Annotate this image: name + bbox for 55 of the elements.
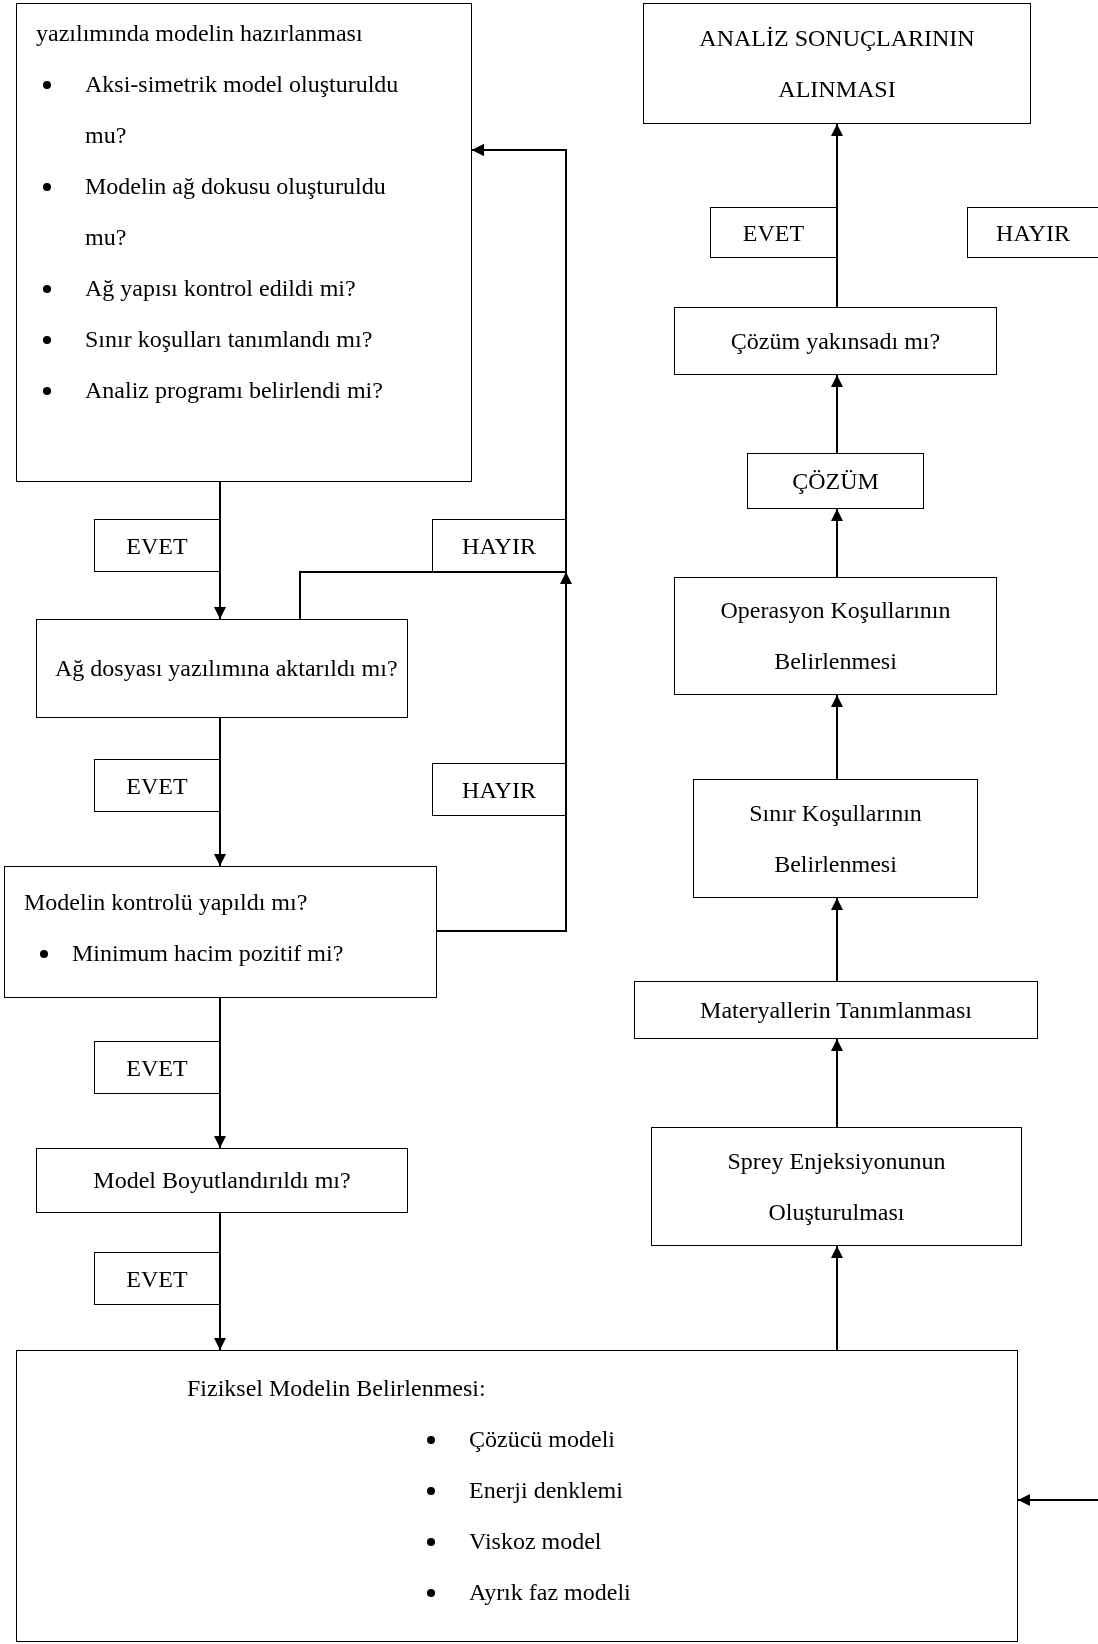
box-heading: Modelin kontrolü yapıldı mı? bbox=[24, 888, 309, 917]
process-box bbox=[693, 779, 978, 898]
arrow bbox=[831, 1038, 843, 1128]
bullet-text: Çözücü modeli bbox=[469, 1426, 615, 1452]
process-box bbox=[4, 866, 437, 998]
box-heading: Fiziksel Modelin Belirlenmesi: bbox=[187, 1374, 487, 1403]
arrow bbox=[1017, 1494, 1098, 1506]
arrow bbox=[831, 897, 843, 982]
answer-label: HAYIR bbox=[967, 207, 1098, 258]
process-box bbox=[634, 981, 1038, 1039]
box-text: ÇÖZÜM bbox=[792, 466, 879, 496]
process-box bbox=[674, 307, 997, 375]
box-text: Çözüm yakınsadı mı? bbox=[730, 326, 941, 356]
edge-label: EVET bbox=[710, 207, 837, 258]
bullet-text: Enerji denklemi bbox=[469, 1477, 623, 1503]
box-text: Ağ dosyası yazılımına aktarıldı mı? bbox=[55, 654, 398, 683]
arrow bbox=[831, 508, 843, 578]
bullet-text: Ağ yapısı kontrol edildi mi? bbox=[85, 275, 356, 301]
process-box bbox=[16, 1350, 1018, 1642]
box-text: Materyallerin Tanımlanması bbox=[700, 995, 972, 1025]
arrow bbox=[214, 481, 226, 620]
box-text: Sprey Enjeksiyonunun Oluşturulması bbox=[726, 1146, 947, 1227]
arrow bbox=[831, 1245, 843, 1351]
bullet-text: Analiz programı belirlendi mi? bbox=[85, 377, 383, 403]
process-box bbox=[674, 577, 997, 695]
edge-label: HAYIR bbox=[432, 519, 566, 572]
box-heading: yazılımında modelin hazırlanması bbox=[36, 19, 364, 48]
arrow bbox=[436, 144, 572, 932]
process-box bbox=[651, 1127, 1022, 1246]
process-box bbox=[643, 3, 1031, 124]
process-box bbox=[16, 3, 472, 482]
edge-label: EVET bbox=[94, 759, 220, 812]
arrow bbox=[214, 717, 226, 867]
box-text: Operasyon Koşullarının Belirlenmesi bbox=[719, 596, 952, 676]
arrow bbox=[831, 374, 843, 454]
arrow bbox=[214, 997, 226, 1149]
edge-label: EVET bbox=[94, 1041, 220, 1094]
bullet-text: Viskoz model bbox=[469, 1528, 602, 1554]
bullet-text: Sınır koşulları tanımlandı mı? bbox=[85, 326, 373, 352]
bullet-text: Modelin ağ dokusu oluşturuldu mu? bbox=[85, 173, 386, 250]
box-text: Sınır Koşullarının Belirlenmesi bbox=[748, 798, 923, 879]
box-text: Model Boyutlandırıldı mı? bbox=[93, 1166, 351, 1195]
bullet-text: Ayrık faz modeli bbox=[469, 1579, 631, 1605]
arrow bbox=[831, 694, 843, 780]
process-box bbox=[36, 619, 408, 718]
edge-label: EVET bbox=[94, 1252, 220, 1305]
box-text: ANALİZ SONUÇLARININ ALINMASI bbox=[698, 23, 976, 104]
bullet-text: Aksi-simetrik model oluşturuldu mu? bbox=[85, 71, 399, 148]
edge-label: EVET bbox=[94, 519, 220, 572]
bullet-text: Minimum hacim pozitif mi? bbox=[72, 940, 344, 966]
edge-label: HAYIR bbox=[432, 763, 566, 816]
process-box bbox=[747, 453, 924, 509]
arrow bbox=[214, 1212, 226, 1351]
process-box bbox=[36, 1148, 408, 1213]
arrow bbox=[831, 123, 843, 308]
